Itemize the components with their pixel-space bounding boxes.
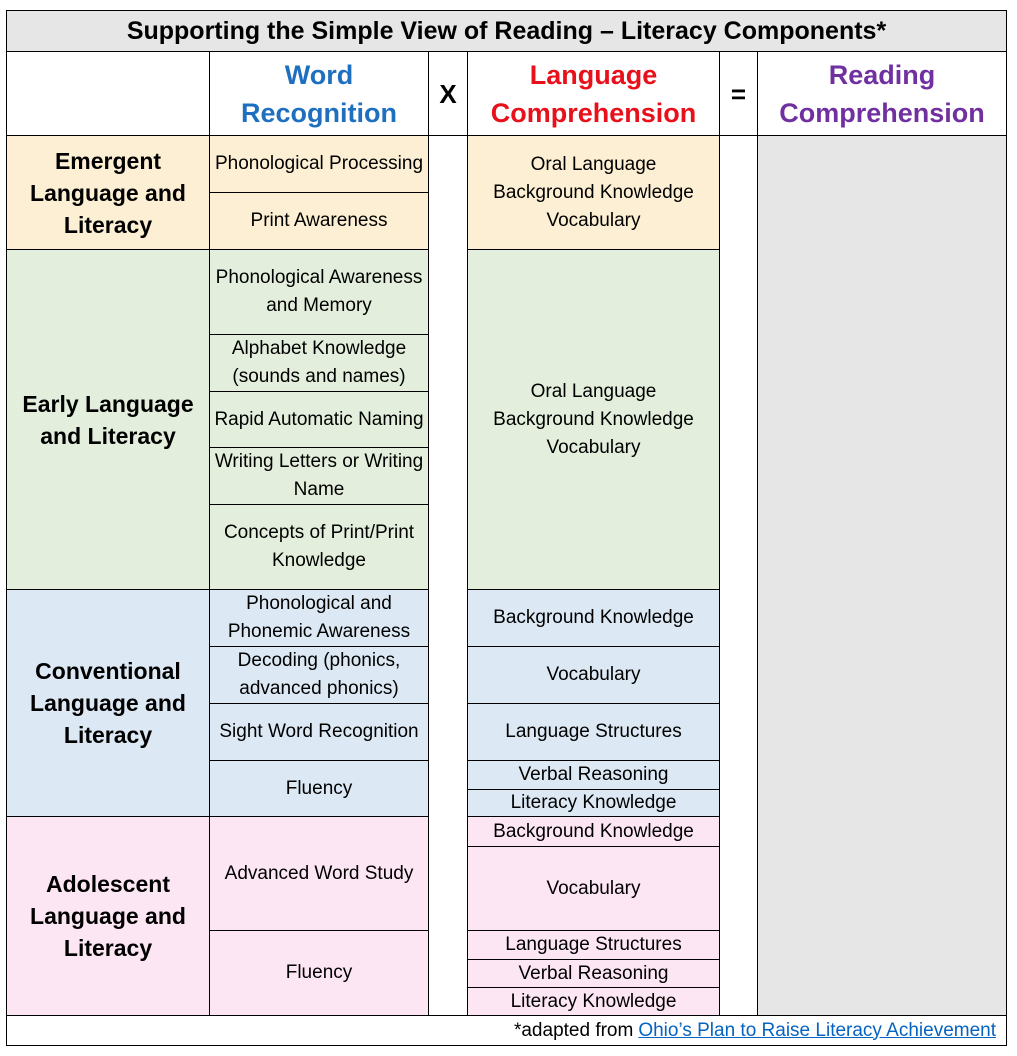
wr-item: Sight Word Recognition — [209, 703, 429, 761]
table-title: Supporting the Simple View of Reading – … — [6, 10, 1007, 52]
lc-item: Literacy Knowledge — [467, 987, 720, 1016]
header-empty — [6, 51, 210, 136]
wr-item: Fluency — [209, 760, 429, 817]
wr-item: Alphabet Knowledge (sounds and names) — [209, 334, 429, 392]
lc-item: Vocabulary — [467, 646, 720, 704]
equals-column-blank — [719, 135, 758, 1016]
lc-item: Background Knowledge — [467, 589, 720, 647]
times-column-blank — [428, 135, 468, 1016]
wr-item: Rapid Automatic Naming — [209, 391, 429, 448]
source-link[interactable]: Ohio’s Plan to Raise Literacy Achievemen… — [638, 1019, 996, 1041]
lc-item: Vocabulary — [467, 846, 720, 931]
lc-item: Vocabulary — [546, 209, 641, 231]
lc-item: Language Structures — [467, 930, 720, 960]
wr-item: Print Awareness — [209, 192, 429, 250]
lc-group-emergent: Oral Language Background Knowledge Vocab… — [467, 135, 720, 250]
header-reading-comprehension: Reading Comprehension — [757, 51, 1007, 136]
wr-item: Writing Letters or Writing Name — [209, 447, 429, 505]
stage-conventional: Conventional Language and Literacy — [6, 589, 210, 817]
footer-prefix: *adapted from — [513, 1019, 634, 1041]
lc-group-early: Oral Language Background Knowledge Vocab… — [467, 249, 720, 590]
wr-item: Phonological Processing — [209, 135, 429, 193]
stage-adolescent: Adolescent Language and Literacy — [6, 816, 210, 1016]
wr-item: Advanced Word Study — [209, 816, 429, 931]
header-equals-operator: = — [719, 51, 758, 136]
wr-item: Phonological Awareness and Memory — [209, 249, 429, 335]
wr-item: Decoding (phonics, advanced phonics) — [209, 646, 429, 704]
stage-early: Early Language and Literacy — [6, 249, 210, 590]
footer: *adapted from Ohio’s Plan to Raise Liter… — [6, 1015, 1007, 1046]
wr-item: Phonological and Phonemic Awareness — [209, 589, 429, 647]
lc-item: Background Knowledge — [493, 408, 694, 430]
wr-item: Concepts of Print/Print Knowledge — [209, 504, 429, 590]
lc-item: Verbal Reasoning — [467, 959, 720, 988]
lc-item: Vocabulary — [546, 436, 641, 458]
reading-comprehension-column — [757, 135, 1007, 1016]
header-language-comprehension: Language Comprehension — [467, 51, 720, 136]
header-times-operator: X — [428, 51, 468, 136]
wr-item: Fluency — [209, 930, 429, 1016]
lc-item: Oral Language — [530, 380, 657, 402]
lc-item: Literacy Knowledge — [467, 789, 720, 817]
lc-item: Oral Language — [530, 153, 657, 175]
lc-item: Background Knowledge — [493, 181, 694, 203]
stage-emergent: Emergent Language and Literacy — [6, 135, 210, 250]
lc-item: Verbal Reasoning — [467, 760, 720, 790]
header-word-recognition: Word Recognition — [209, 51, 429, 136]
lc-item: Background Knowledge — [467, 816, 720, 847]
lc-item: Language Structures — [467, 703, 720, 761]
